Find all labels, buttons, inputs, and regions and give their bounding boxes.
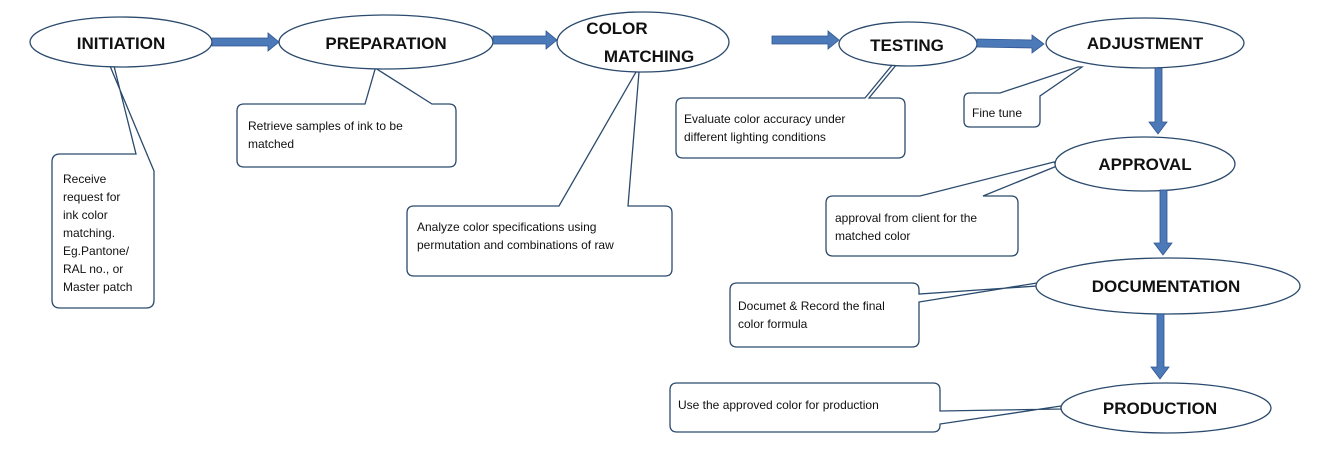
callout-adjustment-line: Fine tune — [972, 106, 1022, 120]
callout-adjustment — [963, 66, 1085, 128]
arrow-initiation-to-preparation — [211, 32, 280, 52]
arrow-preparation-to-color-matching — [492, 30, 558, 50]
node-color-matching — [556, 11, 730, 73]
callout-preparation-line: Retrieve samples of ink to be — [248, 119, 403, 133]
label-color-matching-line2: MATCHING — [604, 47, 694, 66]
label-testing: TESTING — [870, 36, 944, 55]
label-production: PRODUCTION — [1103, 399, 1217, 418]
arrow-color-matching-to-testing — [771, 30, 840, 50]
node-adjustment — [1045, 17, 1245, 69]
node-documentation — [1035, 257, 1301, 315]
callout-testing-line: different lighting conditions — [684, 130, 826, 144]
label-approval: APPROVAL — [1098, 155, 1191, 174]
callout-approval — [825, 161, 1059, 257]
callout-testing — [675, 63, 906, 159]
callout-initiation-line: ink color — [63, 208, 108, 222]
callout-approval-line: matched color — [835, 229, 910, 243]
node-approval — [1054, 136, 1236, 192]
arrow-documentation-to-production — [1150, 313, 1170, 380]
callout-initiation-line: Receive — [63, 172, 107, 186]
callout-initiation — [51, 65, 155, 309]
callout-initiation-line: Eg.Pantone/ — [63, 244, 130, 258]
callout-initiation-line: request for — [63, 190, 120, 204]
label-preparation: PREPARATION — [325, 34, 446, 53]
callout-initiation-line: matching. — [63, 226, 115, 240]
label-initiation: INITIATION — [77, 34, 165, 53]
callout-color-matching-line: Analyze color specifications using — [417, 220, 596, 234]
callout-documentation — [729, 282, 1038, 348]
callout-production-line: Use the approved color for production — [678, 398, 879, 412]
label-adjustment: ADJUSTMENT — [1087, 34, 1204, 53]
callout-testing-line: Evaluate color accuracy under — [684, 112, 845, 126]
callout-initiation-line: RAL no., or — [63, 262, 123, 276]
callout-preparation-line: matched — [248, 137, 294, 151]
callout-production — [669, 382, 1062, 433]
label-documentation: DOCUMENTATION — [1092, 277, 1241, 296]
callout-preparation — [236, 65, 457, 168]
callout-color-matching — [406, 71, 673, 277]
arrow-adjustment-to-approval — [1148, 67, 1168, 135]
callout-color-matching-line: permutation and combinations of raw — [417, 238, 614, 252]
node-production — [1060, 382, 1272, 434]
arrow-approval-to-documentation — [1153, 189, 1173, 256]
callout-documentation-line: color formula — [738, 317, 808, 331]
callout-approval-line: approval from client for the — [835, 211, 977, 225]
callout-initiation-line: Master patch — [63, 280, 132, 294]
callout-documentation-line: Documet & Record the final — [738, 299, 885, 313]
arrow-testing-to-adjustment — [976, 34, 1045, 54]
label-color-matching-line1: COLOR — [586, 19, 647, 38]
